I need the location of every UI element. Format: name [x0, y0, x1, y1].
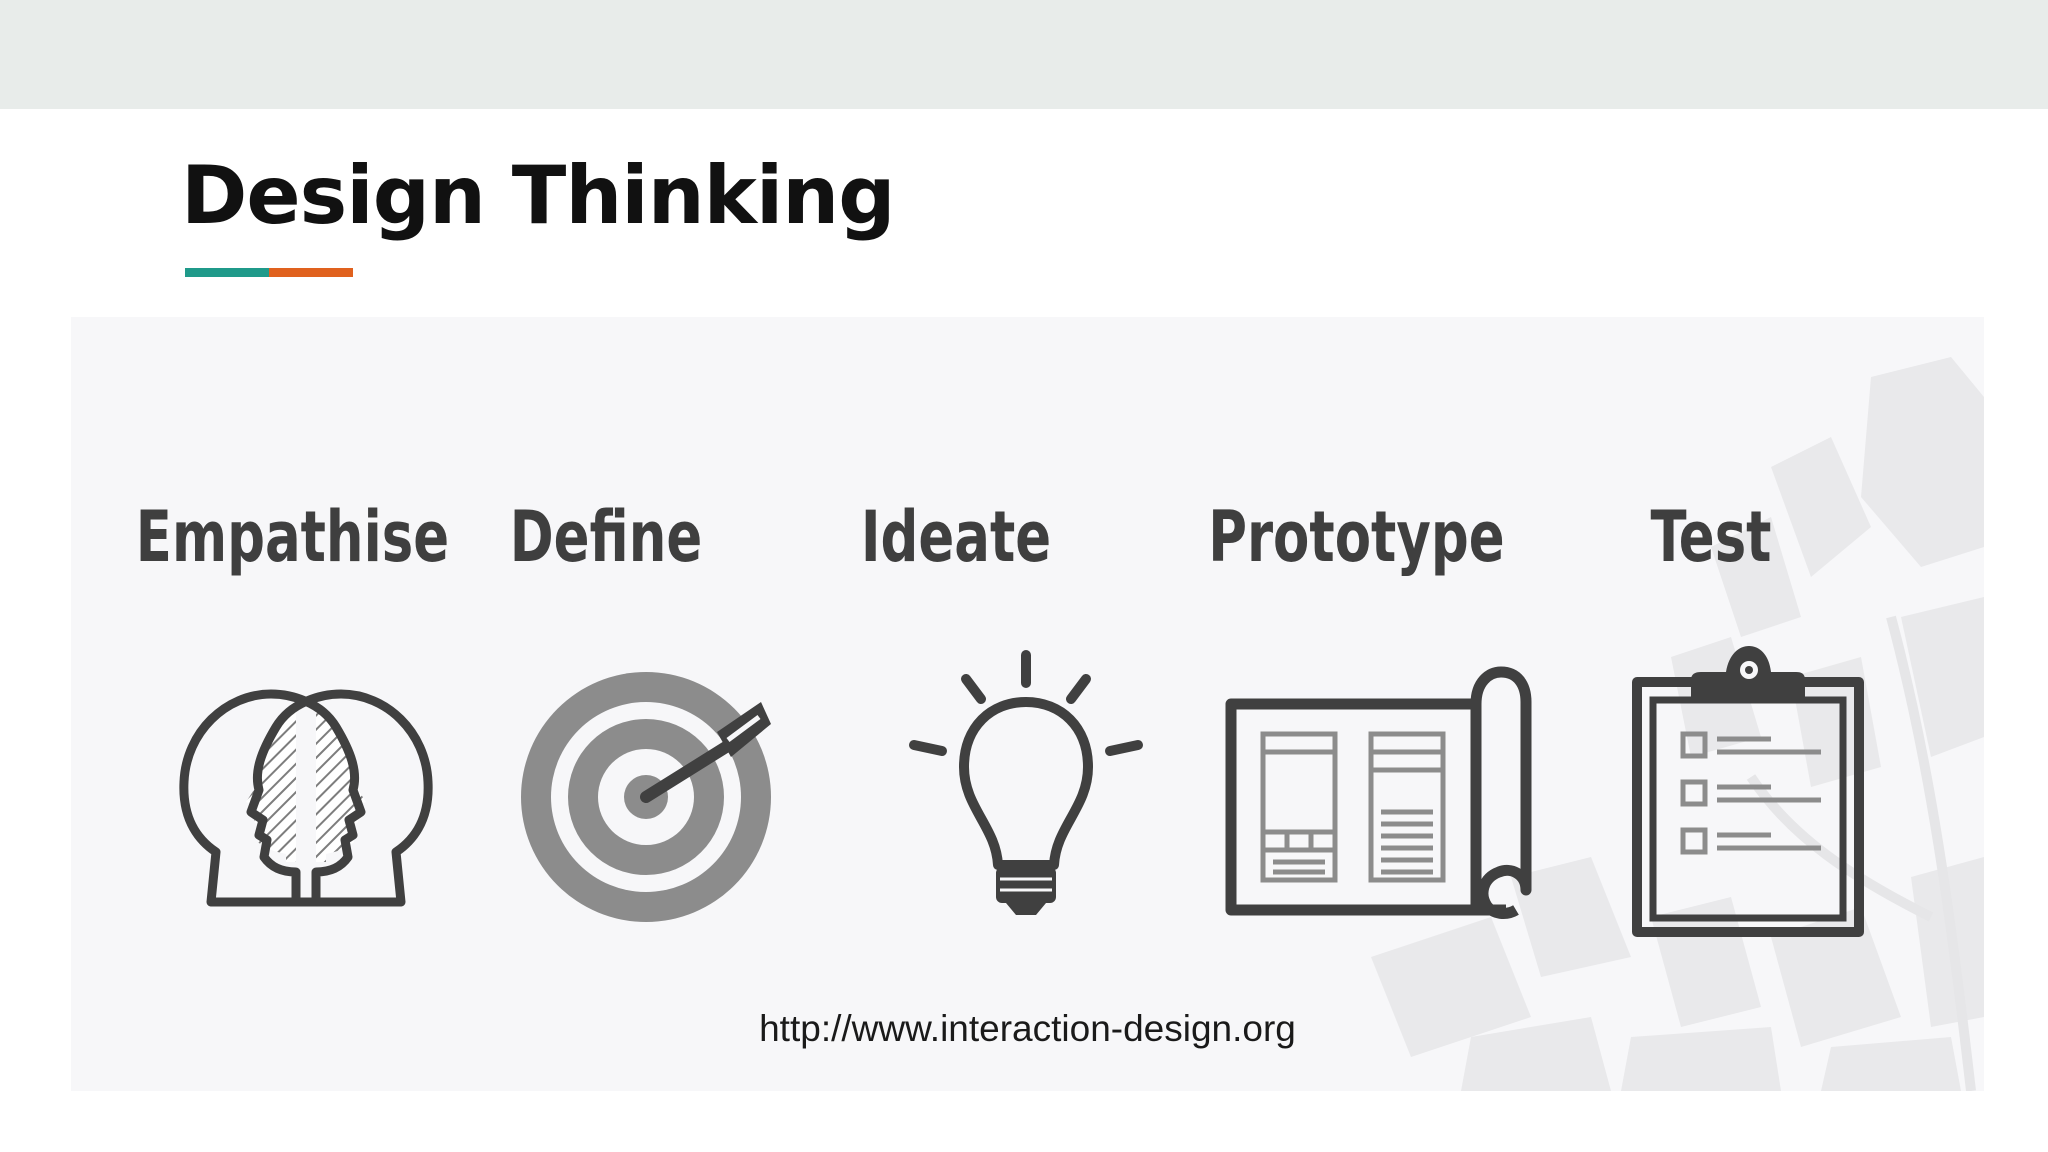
stage-label-ideate: Ideate: [860, 496, 1052, 578]
lightbulb-icon: [909, 650, 1143, 915]
title-underline: [185, 268, 353, 277]
blueprint-icon: [1225, 666, 1532, 919]
source-url[interactable]: http://www.interaction-design.org: [759, 1008, 1296, 1049]
stage-label-define: Define: [509, 496, 703, 578]
target-arrow-icon: [521, 672, 771, 922]
stage-label-empathise: Empathise: [135, 496, 450, 578]
underline-teal-segment: [185, 268, 269, 277]
underline-orange-segment: [269, 268, 353, 277]
two-heads-icon: [179, 689, 433, 907]
design-thinking-diagram: Empathise Define Ideate Prototype Test: [71, 317, 1984, 1091]
header-band: [0, 0, 2048, 109]
stage-label-test: Test: [1650, 496, 1772, 578]
stage-label-prototype: Prototype: [1208, 496, 1505, 578]
slide-title: Design Thinking: [181, 149, 896, 242]
clipboard-checklist-icon: [1632, 646, 1864, 937]
